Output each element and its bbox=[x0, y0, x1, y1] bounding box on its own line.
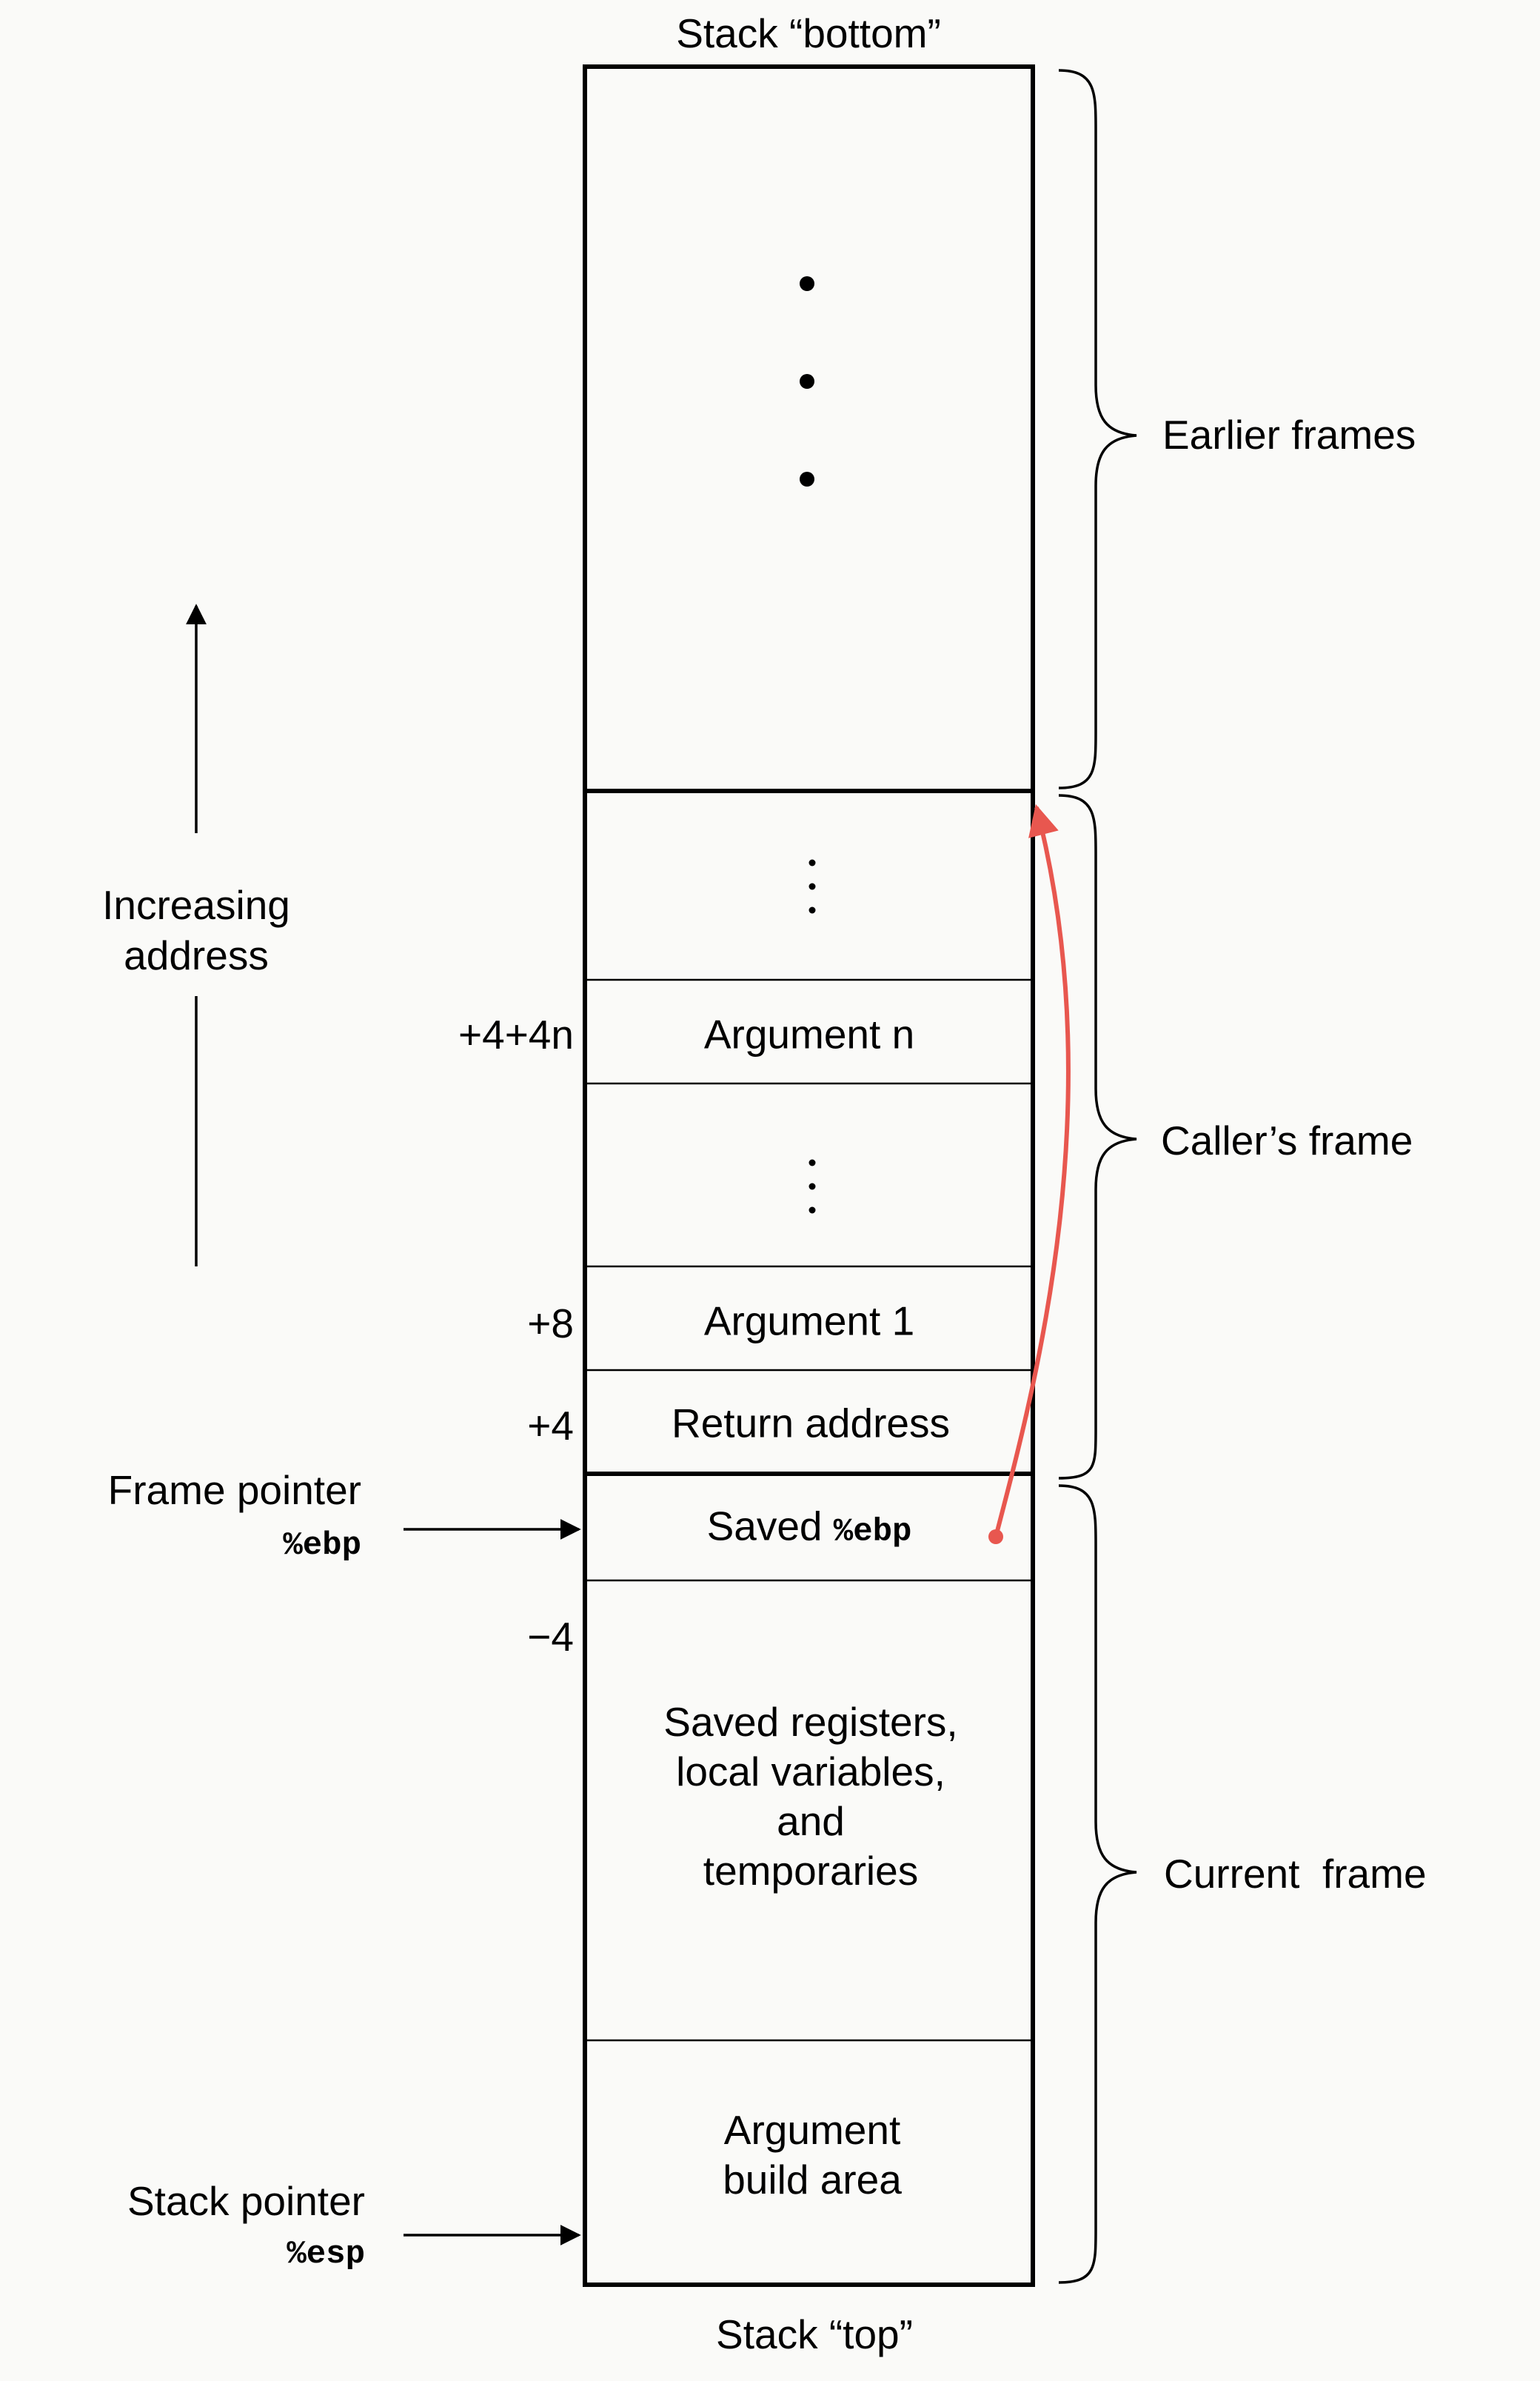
cell-dividers bbox=[585, 978, 1033, 2042]
cell-argument-n: Argument n bbox=[703, 1011, 915, 1058]
increasing-address-line1: Increasing bbox=[102, 882, 290, 928]
cell-saved-ebp: Saved %ebp bbox=[707, 1502, 912, 1553]
offset-minus-4: −4 bbox=[527, 1614, 574, 1660]
arg-build-line1: Argument bbox=[723, 2106, 901, 2153]
arg-build-line2: build area bbox=[723, 2157, 902, 2203]
earlier-frames-ellipsis bbox=[800, 276, 814, 487]
stack-pointer-register: %esp bbox=[287, 2236, 365, 2273]
stack-column bbox=[583, 64, 1035, 2287]
saved-ebp-register: %ebp bbox=[833, 1513, 912, 1551]
cell-locals: Saved registers, local variables, and te… bbox=[663, 1697, 957, 1896]
cell-argument-build-area: Argument build area bbox=[723, 2106, 902, 2205]
locals-line4: temporaries bbox=[703, 1848, 919, 1894]
callers-frame-label: Caller’s frame bbox=[1161, 1118, 1413, 1163]
callers-frame-brace bbox=[1058, 794, 1137, 1480]
stack-bottom-label: Stack “bottom” bbox=[676, 10, 941, 56]
locals-line1: Saved registers, bbox=[663, 1698, 958, 1745]
saved-ebp-link-arrow bbox=[994, 804, 1071, 1537]
locals-line2: local variables, bbox=[676, 1748, 945, 1794]
cell-argument-1: Argument 1 bbox=[703, 1298, 915, 1344]
frame-pointer-label: Frame pointer bbox=[107, 1467, 361, 1513]
current-frame-label: Current frame bbox=[1164, 1851, 1427, 1897]
caller-ellipsis-middle bbox=[808, 1159, 816, 1214]
increasing-address-line2: address bbox=[124, 932, 269, 978]
saved-ebp-link-origin bbox=[988, 1529, 1003, 1544]
current-frame-brace bbox=[1058, 1484, 1137, 2284]
locals-line3: and bbox=[777, 1798, 845, 1844]
earlier-frames-label: Earlier frames bbox=[1162, 412, 1416, 458]
stack-top-label: Stack “top” bbox=[716, 2311, 913, 2357]
offset-plus-8: +8 bbox=[527, 1300, 574, 1346]
caller-ellipsis-top bbox=[808, 859, 816, 914]
offset-plus-4-4n: +4+4n bbox=[458, 1012, 574, 1058]
stack-pointer-label: Stack pointer bbox=[127, 2178, 365, 2224]
cell-return-address: Return address bbox=[671, 1400, 951, 1446]
earlier-frames-brace bbox=[1058, 69, 1137, 789]
frame-pointer-register: %ebp bbox=[283, 1527, 361, 1564]
saved-ebp-prefix: Saved bbox=[706, 1503, 834, 1549]
offset-plus-4: +4 bbox=[527, 1403, 574, 1449]
